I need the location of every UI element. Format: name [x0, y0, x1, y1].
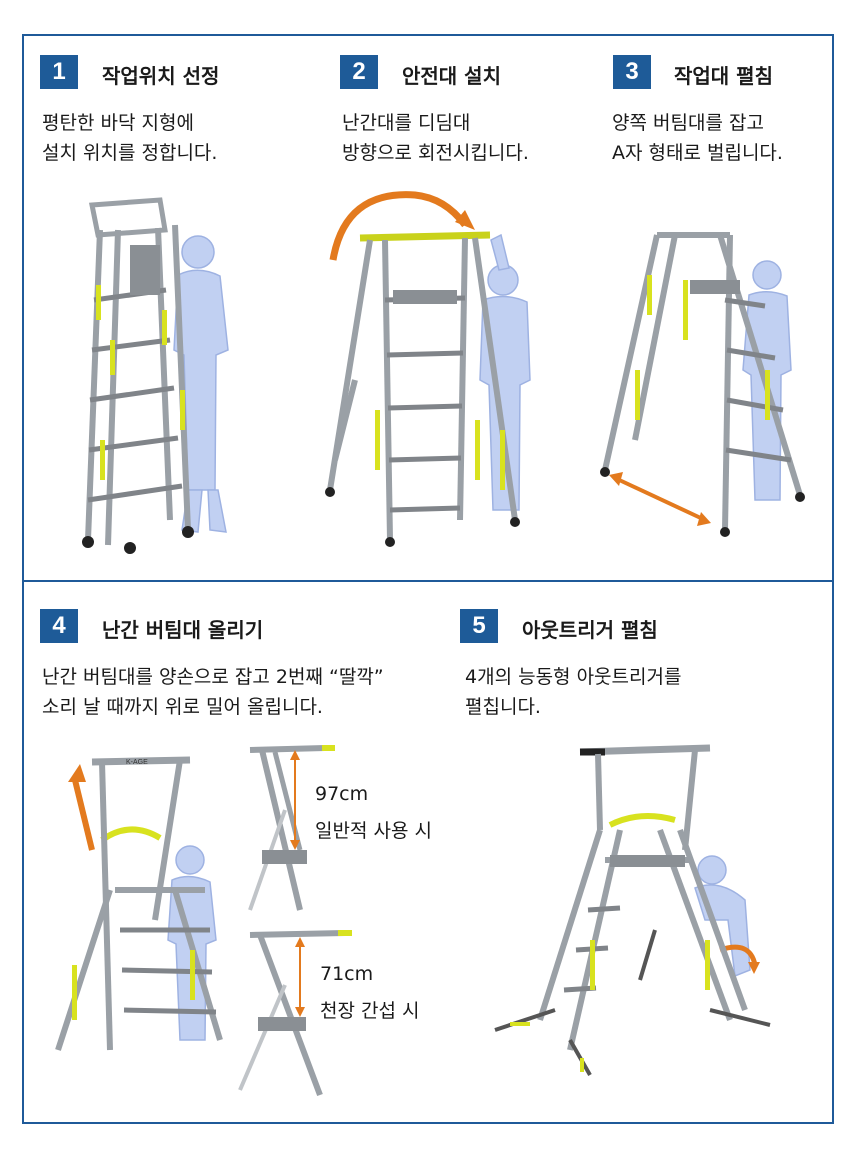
push-up-arrow-head: [68, 764, 86, 782]
spread-arrow: [614, 476, 706, 522]
ladder-highlights: [72, 950, 195, 1020]
ladder-highlights: [635, 275, 770, 420]
step-5-illustration: [494, 744, 771, 1076]
push-up-arrow: [72, 779, 95, 851]
ladder-highlights: [510, 940, 710, 1072]
handrail: [100, 826, 162, 843]
ladder-platform: [610, 855, 685, 867]
step-4-description: 난간 버팀대를 양손으로 잡고 2번째 “딸깍” 소리 날 때까지 위로 밀어 …: [42, 662, 384, 722]
top-rail: [91, 756, 191, 766]
step-3-title: 작업대 펼침: [674, 64, 773, 88]
worker-figure: [694, 855, 751, 978]
worker-figure: [173, 235, 229, 533]
step-5-title: 아웃트리거 펼침: [522, 618, 658, 642]
step-4-illustration: K-AGE: [55, 756, 223, 1051]
step-4-line-2: 소리 날 때까지 위로 밀어 올립니다.: [42, 696, 323, 718]
step-3-description: 양쪽 버팀대를 잡고 A자 형태로 벌립니다.: [612, 108, 783, 168]
ladder-rungs: [384, 295, 466, 513]
ladder-folded: [85, 197, 191, 546]
step-2-badge: 2: [340, 55, 378, 89]
section-divider: [22, 580, 834, 582]
guard-rail: [359, 231, 491, 242]
ladder-platform: [690, 280, 740, 294]
step-4-badge: 4: [40, 609, 78, 643]
ladder-highlights: [96, 285, 185, 480]
step-2-line-2: 방향으로 회전시킵니다.: [342, 142, 529, 164]
ladder-platform: [393, 290, 457, 304]
step-2-description: 난간대를 디딤대 방향으로 회전시킵니다.: [342, 108, 529, 168]
step-2-illustration: [325, 191, 531, 547]
height-97-label: 일반적 사용 시: [315, 820, 432, 842]
spread-arrow-head-left: [609, 472, 623, 486]
ladder-platform: [130, 245, 160, 295]
height-71-value: 71cm: [320, 963, 374, 985]
step-2-title: 안전대 설치: [402, 64, 501, 88]
ladder-raised: [55, 759, 223, 1051]
height-97-value: 97cm: [315, 783, 369, 805]
rotate-arrow-head: [455, 210, 475, 230]
ladder-highlights: [375, 410, 505, 490]
step-1-line-2: 설치 위치를 정합니다.: [42, 142, 218, 164]
ladder-rungs: [724, 297, 792, 463]
step-5-line-2: 펼칩니다.: [465, 696, 541, 718]
ladder-wheels: [600, 467, 805, 537]
ladder-open: [327, 237, 518, 541]
step-5-description: 4개의 능동형 아웃트리거를 펼칩니다.: [465, 662, 681, 722]
height-diagram-97: [248, 745, 335, 911]
step-2-line-1: 난간대를 디딤대: [342, 112, 471, 134]
step-1-title: 작업위치 선정: [102, 64, 220, 88]
ladder-wheels: [325, 487, 520, 547]
ladder-rungs: [120, 927, 217, 1015]
spread-arrow-head-right: [697, 512, 711, 526]
step-5-line-1: 4개의 능동형 아웃트리거를: [465, 666, 682, 688]
step-3-illustration: [600, 232, 805, 537]
step-4-title: 난간 버팀대 올리기: [102, 618, 264, 642]
step-3-line-1: 양쪽 버팀대를 잡고: [612, 112, 764, 134]
step-4-line-1: 난간 버팀대를 양손으로 잡고 2번째 “딸깍”: [42, 666, 384, 688]
step-3-badge: 3: [613, 55, 651, 89]
rotate-arrow: [329, 191, 468, 261]
ladder-wheels: [82, 526, 194, 554]
instruction-frame: [22, 34, 834, 1124]
step-1-badge: 1: [40, 55, 78, 89]
step-1-illustration: [82, 197, 229, 554]
outrigger-legs: [494, 929, 771, 1076]
platform-brand: K-AGE: [126, 759, 148, 766]
height-diagram-71: [238, 930, 352, 1097]
handrail: [608, 813, 676, 828]
step-1-line-1: 평탄한 바닥 지형에: [42, 112, 194, 134]
height-71-label: 천장 간섭 시: [320, 1000, 420, 1022]
step-1-description: 평탄한 바닥 지형에 설치 위치를 정합니다.: [42, 108, 217, 168]
step-3-line-2: A자 형태로 벌립니다.: [612, 142, 783, 164]
step-5-badge: 5: [460, 609, 498, 643]
